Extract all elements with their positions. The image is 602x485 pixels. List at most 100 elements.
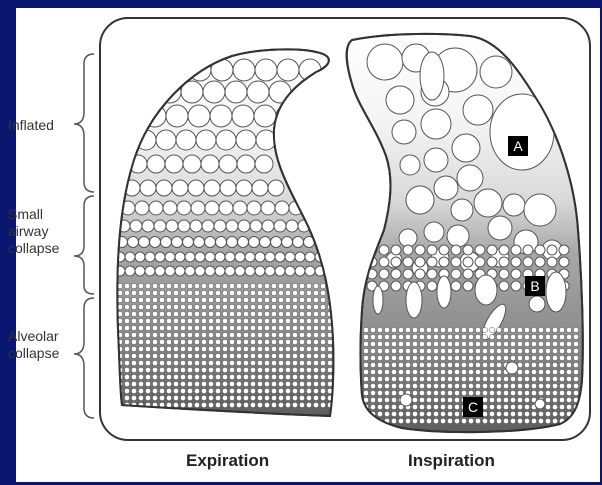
collapsed-alveolus bbox=[208, 311, 213, 316]
collapsed-alveolus bbox=[475, 355, 480, 360]
collapsed-alveolus bbox=[243, 311, 248, 316]
collapsed-alveolus bbox=[180, 360, 185, 365]
collapsed-alveolus bbox=[236, 353, 241, 358]
alveolus bbox=[386, 86, 414, 114]
collapsed-alveolus bbox=[489, 411, 494, 416]
collapsed-alveolus bbox=[159, 304, 164, 309]
collapsed-alveolus bbox=[433, 348, 438, 353]
collapsed-alveolus bbox=[524, 369, 529, 374]
collapsed-alveolus bbox=[447, 355, 452, 360]
collapsed-alveolus bbox=[243, 367, 248, 372]
collapsed-alveolus bbox=[573, 376, 578, 381]
collapsed-alveolus bbox=[370, 376, 375, 381]
collapsed-alveolus bbox=[412, 348, 417, 353]
collapsed-alveolus bbox=[320, 388, 325, 393]
collapsed-alveolus bbox=[257, 388, 262, 393]
collapsed-alveolus bbox=[538, 376, 543, 381]
collapsed-alveolus bbox=[222, 325, 227, 330]
alveolus bbox=[233, 59, 255, 81]
collapsed-alveolus bbox=[531, 411, 536, 416]
collapsed-alveolus bbox=[292, 346, 297, 351]
collapsed-alveolus bbox=[194, 374, 199, 379]
collapsed-alveolus bbox=[271, 381, 276, 386]
alveolus bbox=[463, 95, 493, 125]
alveolus bbox=[427, 281, 437, 291]
collapsed-alveolus bbox=[405, 362, 410, 367]
collapsed-alveolus bbox=[145, 311, 150, 316]
collapsed-alveolus bbox=[208, 339, 213, 344]
collapsed-alveolus bbox=[531, 369, 536, 374]
collapsed-alveolus bbox=[215, 353, 220, 358]
label-alveolar-collapse: Alveolar collapse bbox=[8, 328, 59, 362]
collapsed-alveolus bbox=[194, 290, 199, 295]
alveolus bbox=[219, 201, 233, 215]
collapsed-alveolus bbox=[278, 374, 283, 379]
alveolus bbox=[255, 59, 277, 81]
alveolus bbox=[391, 257, 401, 267]
collapsed-alveolus bbox=[138, 339, 143, 344]
collapsed-alveolus bbox=[229, 318, 234, 323]
collapsed-alveolus bbox=[306, 311, 311, 316]
collapsed-alveolus bbox=[461, 418, 466, 423]
collapsed-alveolus bbox=[131, 339, 136, 344]
collapsed-alveolus bbox=[292, 353, 297, 358]
alveolus bbox=[427, 257, 437, 267]
collapsed-alveolus bbox=[278, 402, 283, 407]
collapsed-alveolus bbox=[398, 327, 403, 332]
collapsed-alveolus bbox=[152, 297, 157, 302]
collapsed-alveolus bbox=[194, 283, 199, 288]
alveolus bbox=[203, 81, 225, 103]
alveolus bbox=[205, 252, 215, 262]
collapsed-alveolus bbox=[454, 404, 459, 409]
collapsed-alveolus bbox=[468, 348, 473, 353]
collapsed-alveolus bbox=[313, 283, 318, 288]
collapsed-alveolus bbox=[180, 283, 185, 288]
collapsed-alveolus bbox=[299, 353, 304, 358]
collapsed-alveolus bbox=[138, 325, 143, 330]
alveolus bbox=[451, 245, 461, 255]
collapsed-alveolus bbox=[166, 318, 171, 323]
alveolus bbox=[247, 81, 269, 103]
collapsed-alveolus bbox=[384, 341, 389, 346]
collapsed-alveolus bbox=[278, 367, 283, 372]
collapsed-alveolus bbox=[299, 374, 304, 379]
collapsed-alveolus bbox=[292, 374, 297, 379]
alveolus bbox=[379, 245, 389, 255]
collapsed-alveolus bbox=[503, 404, 508, 409]
collapsed-alveolus bbox=[229, 402, 234, 407]
collapsed-alveolus bbox=[517, 404, 522, 409]
collapsed-alveolus bbox=[278, 339, 283, 344]
alveolus bbox=[156, 130, 176, 150]
alveolus bbox=[172, 237, 183, 248]
collapsed-alveolus bbox=[433, 355, 438, 360]
alveolus bbox=[255, 266, 265, 276]
collapsed-alveolus bbox=[447, 390, 452, 395]
collapsed-alveolus bbox=[278, 325, 283, 330]
collapsed-alveolus bbox=[159, 290, 164, 295]
collapsed-alveolus bbox=[257, 381, 262, 386]
collapsed-alveolus bbox=[538, 348, 543, 353]
collapsed-alveolus bbox=[426, 348, 431, 353]
collapsed-alveolus bbox=[426, 376, 431, 381]
collapsed-alveolus bbox=[433, 404, 438, 409]
collapsed-alveolus bbox=[124, 297, 129, 302]
collapsed-alveolus bbox=[475, 341, 480, 346]
collapsed-alveolus bbox=[370, 348, 375, 353]
collapsed-alveolus bbox=[236, 332, 241, 337]
collapsed-alveolus bbox=[159, 367, 164, 372]
collapsed-alveolus bbox=[320, 374, 325, 379]
collapsed-alveolus bbox=[461, 362, 466, 367]
collapsed-alveolus bbox=[215, 304, 220, 309]
collapsed-alveolus bbox=[292, 367, 297, 372]
collapsed-alveolus bbox=[306, 346, 311, 351]
label-inflated: Inflated bbox=[8, 117, 54, 134]
collapsed-alveolus bbox=[138, 374, 143, 379]
collapsed-alveolus bbox=[180, 325, 185, 330]
collapsed-alveolus bbox=[377, 355, 382, 360]
collapsed-alveolus bbox=[194, 297, 199, 302]
collapsed-alveolus bbox=[229, 374, 234, 379]
collapsed-alveolus bbox=[440, 404, 445, 409]
alveolus bbox=[499, 269, 509, 279]
alveolus bbox=[236, 130, 256, 150]
alveolus bbox=[373, 286, 383, 314]
